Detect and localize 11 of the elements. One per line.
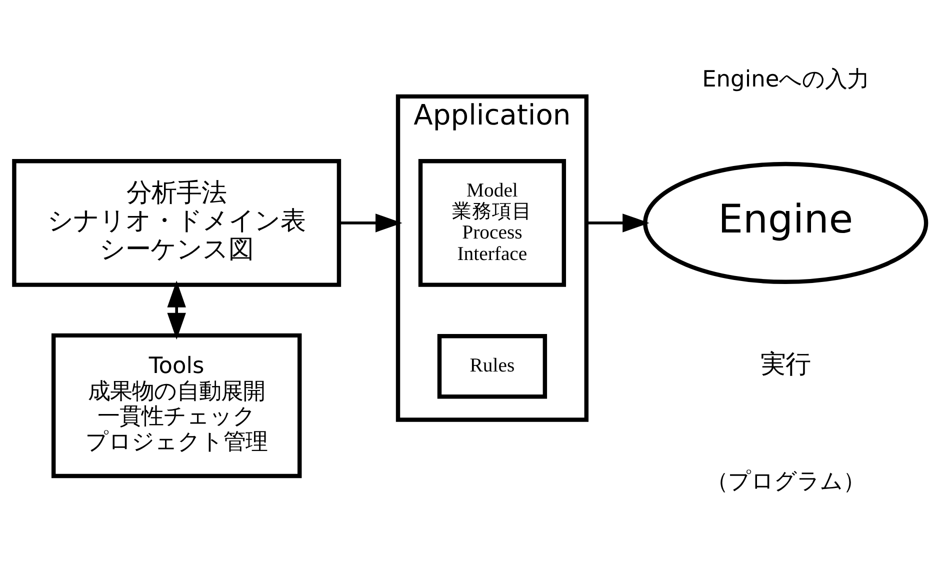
node-box: Model 業務項目 Process Interface — [418, 158, 566, 287]
node-box: Tools 成果物の自動展開 一貫性チェック プロジェクト管理 — [51, 333, 302, 478]
arrow — [586, 214, 650, 232]
arrow — [167, 280, 186, 340]
node-ellipse: Engine — [643, 162, 928, 284]
node-label: 実行 — [760, 350, 811, 379]
node-box: Rules — [437, 334, 548, 399]
label: Engineへの入力 — [702, 66, 870, 92]
arrow — [338, 214, 402, 232]
label: （プログラム） — [706, 468, 866, 494]
node-box: 分析手法 シナリオ・ドメイン表 シーケンス図 — [12, 158, 342, 287]
